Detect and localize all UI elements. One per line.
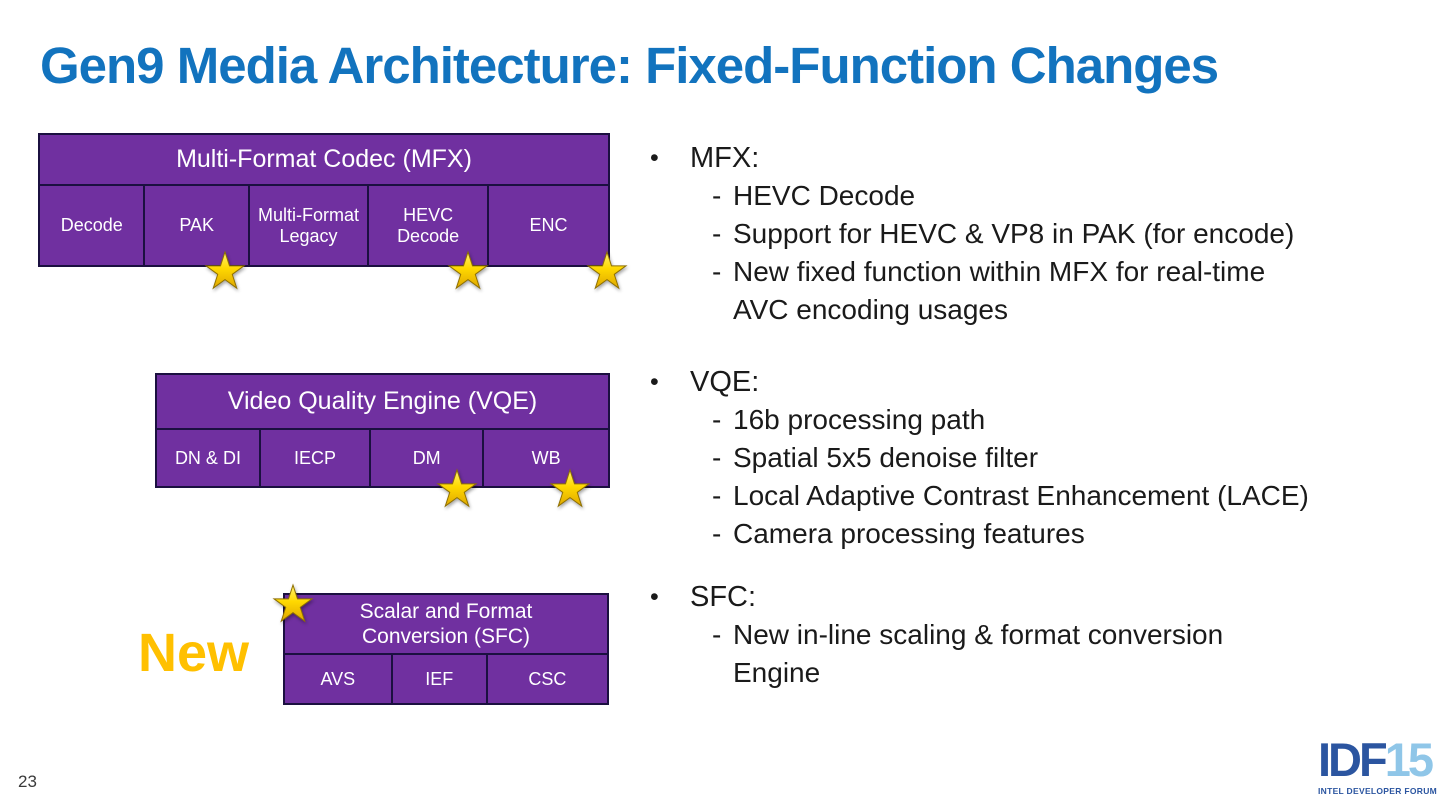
bullet-line: 16b processing path <box>733 404 986 435</box>
mfx-diagram-cells: Decode PAK Multi-Format Legacy HEVC Deco… <box>40 186 608 265</box>
sfc-cell-csc: CSC <box>528 668 567 689</box>
bullet-item: New in-line scaling & format conversion … <box>650 616 1420 692</box>
mfx-bullet-group: MFX: HEVC Decode Support for HEVC & VP8 … <box>650 139 1420 329</box>
sfc-title-line2: Conversion (SFC) <box>361 625 531 648</box>
vqe-heading: VQE: <box>650 363 1420 401</box>
logo-year-text: 15 <box>1384 733 1434 786</box>
sfc-heading: SFC: <box>650 578 1420 616</box>
sfc-bullet-group: SFC: New in-line scaling & format conver… <box>650 578 1420 692</box>
mfx-heading: MFX: <box>650 139 1420 177</box>
vqe-cell-dn-di: DN & DI <box>157 430 261 486</box>
new-feature-star-icon <box>587 251 627 289</box>
page-title: Gen9 Media Architecture: Fixed-Function … <box>40 37 1219 94</box>
bullet-line: Local Adaptive Contrast Enhancement (LAC… <box>733 480 1309 511</box>
bullet-item: Camera processing features <box>650 515 1420 553</box>
bullet-line: Spatial 5x5 denoise filter <box>733 442 1039 473</box>
mfx-diagram-title: Multi-Format Codec (MFX) <box>40 135 608 186</box>
mfx-diagram: Multi-Format Codec (MFX) Decode PAK Mult… <box>38 133 610 267</box>
bullet-line: New fixed function within MFX for real-t… <box>733 256 1266 287</box>
sfc-diagram-title: Scalar and Format Conversion (SFC) <box>285 595 607 655</box>
new-feature-star-icon <box>448 251 488 289</box>
bullet-item: HEVC Decode <box>650 177 1420 215</box>
bullet-item: New fixed function within MFX for real-t… <box>650 253 1420 329</box>
sfc-diagram-cells: AVS IEF CSC <box>285 655 607 703</box>
vqe-diagram: Video Quality Engine (VQE) DN & DI IECP … <box>155 373 610 488</box>
vqe-cell-wb: WB <box>531 447 561 468</box>
bullet-line: Support for HEVC & VP8 in PAK (for encod… <box>733 218 1295 249</box>
bullet-line: Engine <box>733 657 821 688</box>
vqe-diagram-title: Video Quality Engine (VQE) <box>157 375 608 430</box>
bullet-item: Spatial 5x5 denoise filter <box>650 439 1420 477</box>
new-feature-star-icon <box>550 469 590 507</box>
idf15-logo-wordmark: IDF15 <box>1318 733 1434 786</box>
mfx-cell-hevc-decode: HEVC Decode <box>369 186 490 265</box>
vqe-diagram-cells: DN & DI IECP DM WB <box>157 430 608 486</box>
sfc-cell-avs: AVS <box>285 655 393 703</box>
bullet-item: Local Adaptive Contrast Enhancement (LAC… <box>650 477 1420 515</box>
sfc-diagram: Scalar and Format Conversion (SFC) AVS I… <box>283 593 609 705</box>
sfc-heading-text: SFC: <box>690 581 757 613</box>
bullet-item: 16b processing path <box>650 401 1420 439</box>
new-feature-star-icon <box>205 251 245 289</box>
logo-subtitle: INTEL DEVELOPER FORUM <box>1318 786 1438 796</box>
new-label: New <box>138 623 250 683</box>
vqe-cell-dm: DM <box>371 430 485 486</box>
mfx-cell-multi-format-legacy: Multi-Format Legacy <box>250 186 370 265</box>
vqe-bullet-group: VQE: 16b processing path Spatial 5x5 den… <box>650 363 1420 553</box>
bullet-item: Support for HEVC & VP8 in PAK (for encod… <box>650 215 1420 253</box>
bullet-line: Camera processing features <box>733 518 1085 549</box>
logo-idf-text: IDF <box>1318 733 1388 786</box>
page-number: 23 <box>18 772 37 791</box>
vqe-cell-iecp: IECP <box>261 430 372 486</box>
sfc-title-line1: Scalar and Format <box>359 600 533 623</box>
bullet-line: AVC encoding usages <box>733 294 1008 325</box>
bullet-line: HEVC Decode <box>733 180 916 211</box>
sfc-cell-ief: IEF <box>393 655 488 703</box>
new-feature-star-icon <box>437 469 477 507</box>
mfx-cell-enc: ENC <box>529 215 568 235</box>
idf15-logo: IDF15 INTEL DEVELOPER FORUM <box>1318 733 1438 797</box>
new-feature-star-icon <box>273 584 313 622</box>
mfx-heading-text: MFX: <box>690 142 760 174</box>
mfx-cell-decode: Decode <box>40 186 146 265</box>
vqe-heading-text: VQE: <box>690 366 760 398</box>
mfx-cell-pak: PAK <box>145 186 250 265</box>
bullet-line: New in-line scaling & format conversion <box>733 619 1224 650</box>
